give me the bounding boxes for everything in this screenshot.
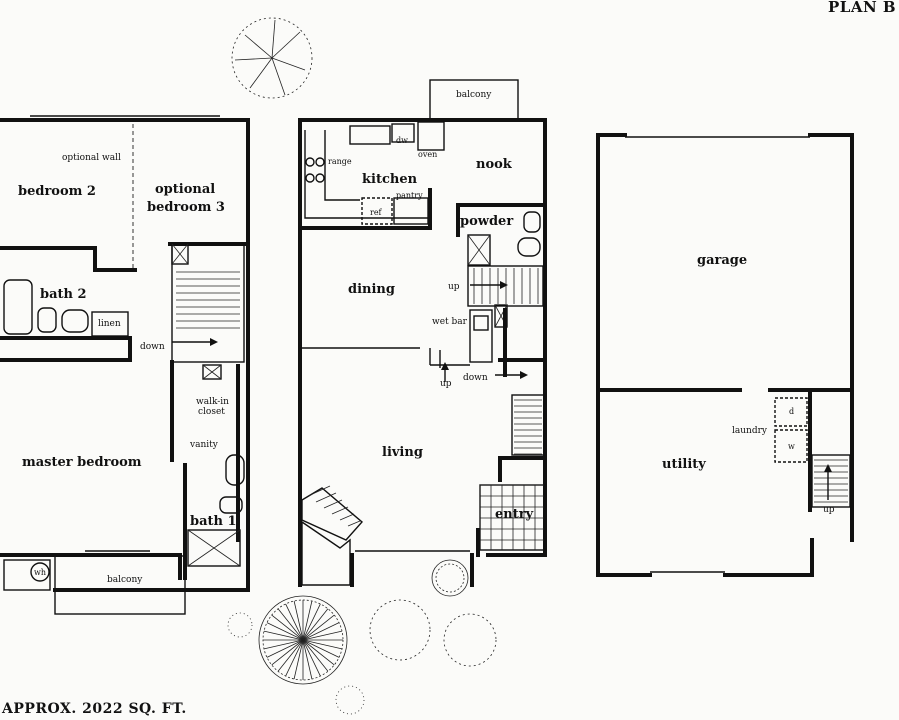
label-up-stair-main: up [448, 282, 460, 292]
label-living: living [382, 445, 423, 460]
tree-bottom-large-icon [258, 595, 348, 685]
label-optional-wall: optional wall [62, 153, 121, 163]
label-balcony-main: balcony [456, 90, 492, 100]
label-entry: entry [495, 507, 534, 522]
label-range: range [328, 157, 352, 166]
upper-floor [0, 115, 250, 615]
label-dining: dining [348, 282, 395, 297]
label-up-lower: up [823, 505, 835, 515]
label-nook: nook [476, 157, 513, 172]
label-up-step: up [440, 379, 452, 389]
label-master-bedroom: master bedroom [22, 455, 142, 470]
lower-floor [596, 133, 854, 577]
plan-name: PLAN B [828, 0, 897, 16]
label-balcony-upper: balcony [107, 575, 143, 585]
label-utility: utility [662, 457, 706, 472]
label-kitchen: kitchen [362, 172, 418, 187]
label-down-upper: down [140, 342, 165, 352]
label-bath-2: bath 2 [40, 287, 87, 302]
square-footage: APPROX. 2022 SQ. FT. [2, 701, 187, 717]
label-linen: linen [98, 319, 121, 329]
tree-top-icon [231, 17, 313, 99]
label-optional-bedroom-3-line1: optional [155, 182, 215, 197]
label-dryer: d [789, 407, 794, 416]
label-ref: ref [370, 208, 383, 217]
label-dw: dw [396, 136, 408, 145]
label-walk-in-line1: walk-in [196, 397, 229, 407]
label-walk-in-line2: closet [198, 407, 225, 417]
label-wet-bar: wet bar [432, 317, 468, 327]
label-powder: powder [460, 214, 513, 229]
label-bath-1: bath 1 [190, 514, 237, 529]
label-pantry: pantry [396, 191, 423, 200]
label-washer: w [788, 442, 795, 451]
label-water-heater: wh [34, 568, 46, 577]
main-floor [298, 79, 547, 587]
label-down-main: down [463, 373, 488, 383]
shrubs-bottom-icon [227, 559, 497, 715]
fireplace-icon [301, 485, 363, 586]
label-oven: oven [418, 150, 437, 159]
label-laundry: laundry [732, 426, 768, 436]
label-bedroom-2: bedroom 2 [18, 184, 96, 199]
label-garage: garage [697, 253, 747, 268]
label-optional-bedroom-3-line2: bedroom 3 [147, 200, 225, 215]
label-vanity: vanity [189, 440, 219, 450]
